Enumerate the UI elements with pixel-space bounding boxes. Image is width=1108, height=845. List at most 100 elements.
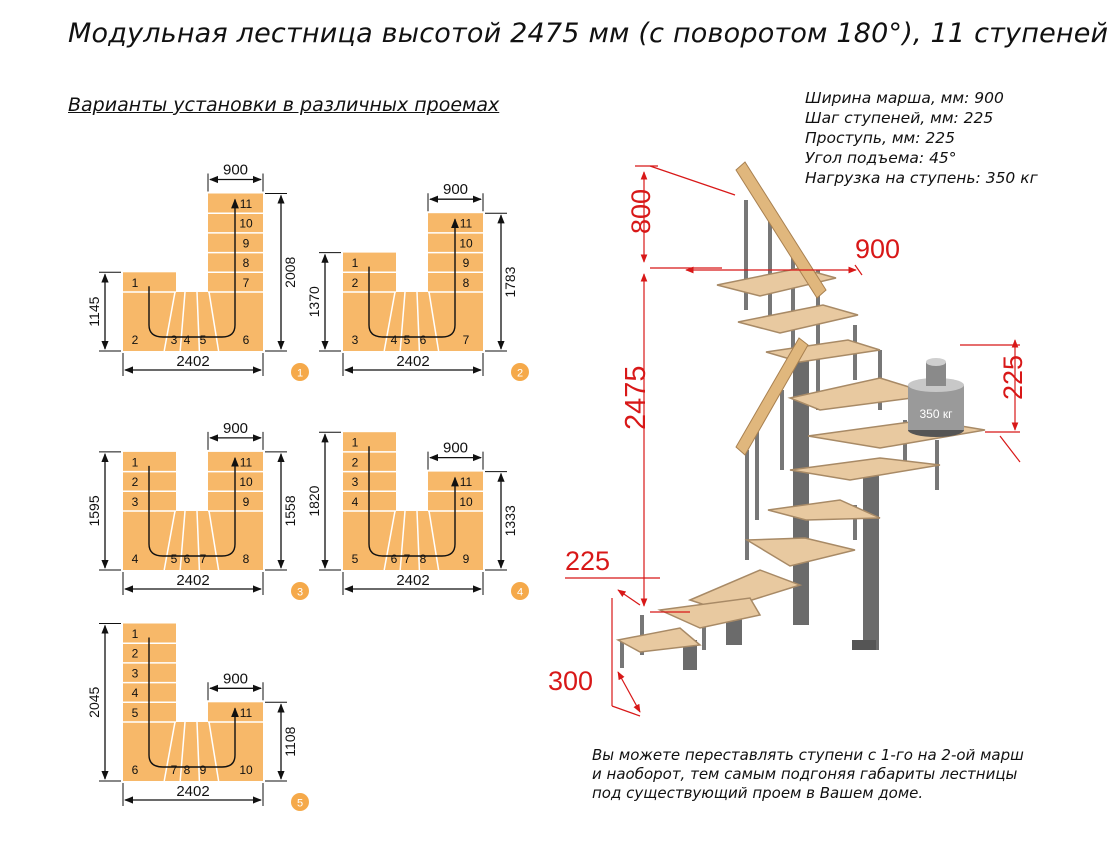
step-number: 6 [132, 763, 139, 777]
winder-line [399, 510, 406, 571]
base-landing [343, 511, 483, 570]
march-width-label: 900 [223, 420, 248, 437]
width-label: 2402 [176, 783, 209, 800]
step-number: 1 [352, 256, 359, 270]
winder-line [399, 291, 406, 352]
right-height-label: 2008 [282, 256, 298, 287]
step-number: 1 [352, 436, 359, 450]
step-number: 9 [200, 763, 207, 777]
step-number: 3 [132, 495, 139, 509]
winder-line [196, 291, 201, 352]
variant-badge [511, 363, 529, 381]
step-number: 2 [352, 455, 359, 469]
weight-label: 350 кг [920, 407, 954, 421]
winder-line [208, 510, 220, 571]
variant-number: 5 [297, 798, 303, 810]
step-number: 8 [243, 552, 250, 566]
step-number: 9 [463, 552, 470, 566]
treads [615, 267, 986, 653]
variant-number: 2 [517, 368, 523, 380]
step-number: 6 [420, 333, 427, 347]
winder-line [208, 291, 220, 352]
left-height-label: 1820 [306, 485, 322, 516]
width-label: 2402 [176, 572, 209, 589]
note-line-2: и наоборот, тем самым подгоняя габариты … [592, 765, 1018, 783]
step-number: 8 [184, 763, 191, 777]
step-number: 10 [239, 475, 253, 489]
step-number: 10 [459, 495, 473, 509]
winder-line [383, 510, 396, 571]
left-height-label: 1370 [306, 286, 322, 317]
walking-line [368, 218, 459, 338]
variant-badge [291, 582, 309, 600]
variant-number: 1 [297, 368, 303, 380]
step-number: 11 [460, 217, 473, 231]
march-width-label: 900 [223, 162, 248, 179]
step-number: 5 [352, 552, 359, 566]
march-width-label: 900 [855, 234, 900, 264]
specs-list: Ширина марша, мм: 900 Шаг ступеней, мм: … [805, 88, 1038, 188]
step-number: 11 [240, 455, 253, 469]
page-title: Модульная лестница высотой 2475 мм (с по… [68, 18, 1108, 49]
step-number: 5 [404, 333, 411, 347]
step-number: 9 [463, 256, 470, 270]
step-number: 8 [420, 552, 427, 566]
winder-line [179, 291, 186, 352]
step-number: 1 [132, 276, 139, 290]
right-height-label: 1558 [282, 495, 298, 526]
step-number: 7 [171, 763, 178, 777]
left-height-label: 1595 [86, 495, 102, 526]
winder-line [163, 510, 176, 571]
step-number: 9 [243, 236, 250, 250]
step-number: 4 [132, 552, 139, 566]
step-number: 7 [463, 333, 470, 347]
winder-line [416, 291, 421, 352]
winder-line [163, 291, 176, 352]
step-number: 7 [404, 552, 411, 566]
note-line-1: Вы можете переставлять ступени с 1-го на… [592, 746, 1024, 764]
tread-label: 225 [565, 546, 610, 576]
spec-angle: Угол подъема: 45° [805, 149, 957, 167]
width-label: 2402 [176, 353, 209, 370]
step-number: 11 [240, 197, 253, 211]
base-landing [123, 292, 263, 351]
winder-line [163, 721, 176, 782]
spec-step-pitch: Шаг ступеней, мм: 225 [805, 109, 994, 127]
step-number: 8 [243, 256, 250, 270]
handrails [735, 161, 827, 456]
winder-line [208, 721, 220, 782]
step-number: 6 [243, 333, 250, 347]
base-landing [343, 292, 483, 351]
step-number: 9 [243, 495, 250, 509]
step-number: 2 [132, 475, 139, 489]
winder-line [416, 510, 421, 571]
march-width-label: 900 [443, 440, 468, 457]
right-height-label: 1783 [502, 266, 518, 297]
walking-line [148, 198, 239, 338]
variant-number: 4 [517, 587, 523, 599]
right-height-label: 1108 [282, 726, 298, 756]
step-number: 5 [171, 552, 178, 566]
step-number: 11 [460, 475, 473, 489]
step-number: 4 [184, 333, 191, 347]
step-number: 10 [459, 236, 473, 250]
winder-line [196, 510, 201, 571]
spec-load: Нагрузка на ступень: 350 кг [805, 169, 1038, 187]
step-number: 5 [200, 333, 207, 347]
step-number: 3 [132, 666, 139, 680]
step-pitch-label: 225 [998, 355, 1028, 400]
step-number: 11 [240, 706, 253, 720]
step-number: 3 [352, 475, 359, 489]
variant-badge [291, 793, 309, 811]
variant-badge [511, 582, 529, 600]
winder-line [179, 721, 186, 782]
step-number: 4 [132, 686, 139, 700]
first-step-label: 300 [548, 666, 593, 696]
dimension-labels: 800 2475 900 225 225 300 [548, 189, 1028, 696]
base-landing [123, 511, 263, 570]
winder-line [196, 721, 201, 782]
walking-line [148, 456, 239, 557]
step-number: 7 [200, 552, 207, 566]
